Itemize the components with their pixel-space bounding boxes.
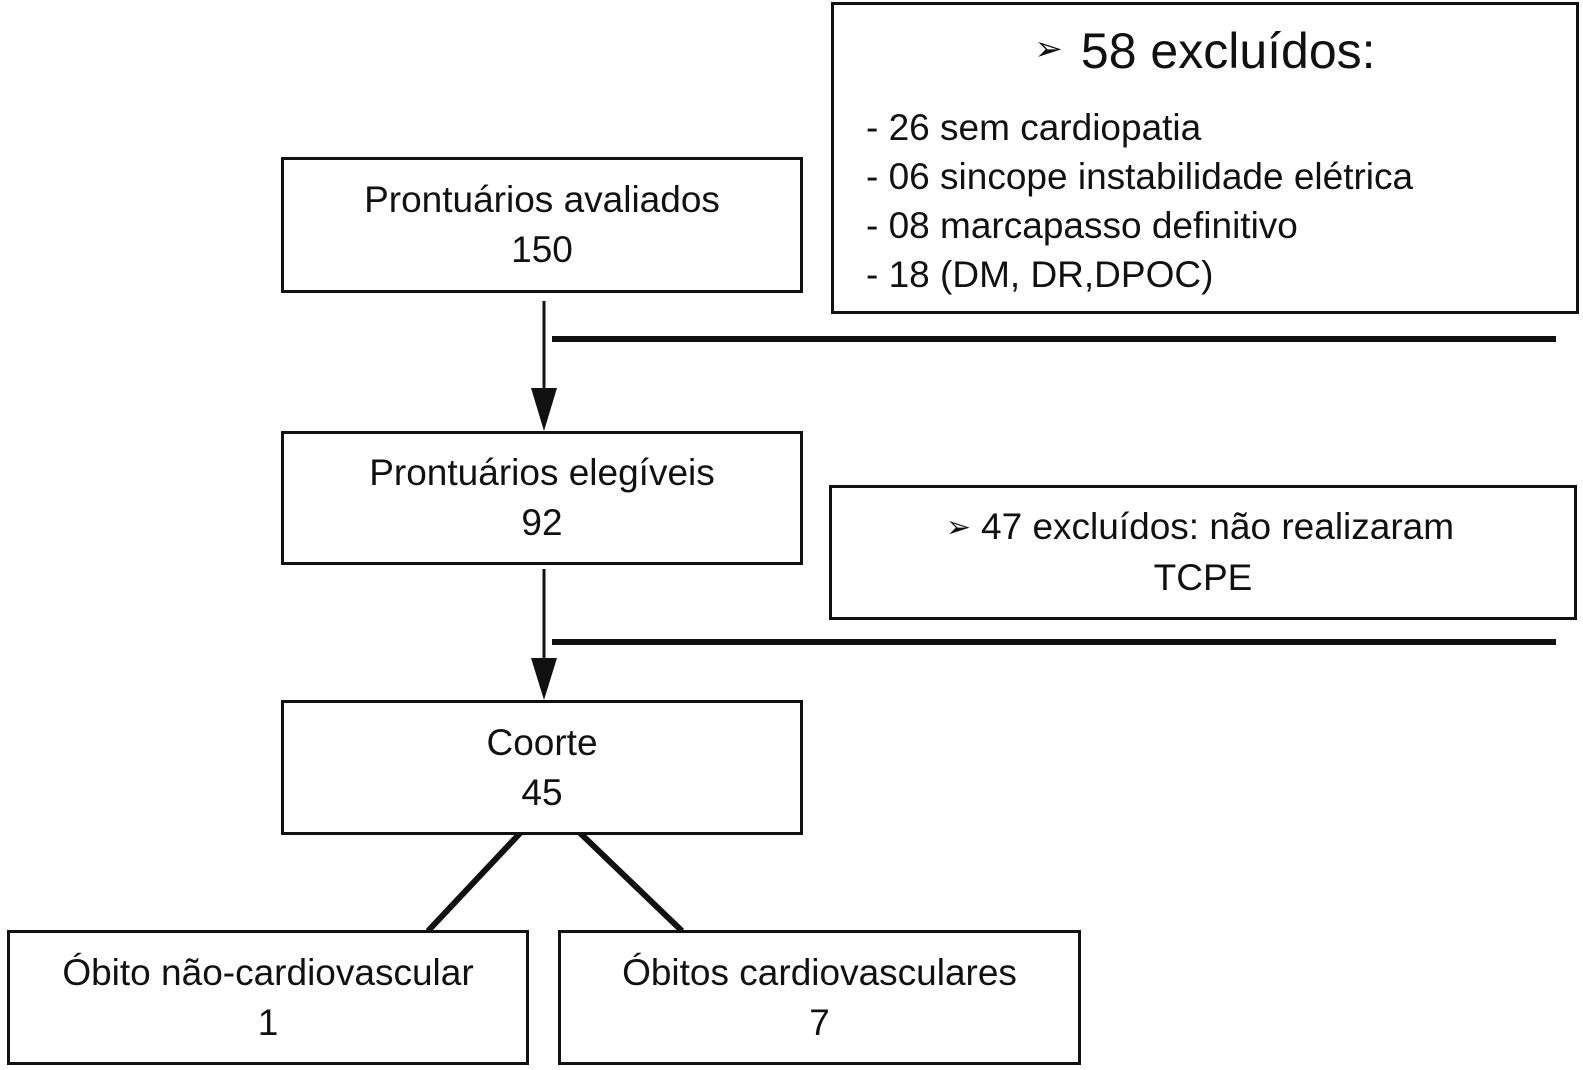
- exclusion-1-heading: ➢ 58 excluídos:: [834, 19, 1576, 81]
- exclusion-box-1: ➢ 58 excluídos: - 26 sem cardiopatia - 06…: [831, 2, 1579, 314]
- exclusion-2-line1: 47 excluídos: não realizaram: [981, 506, 1455, 547]
- arrowhead-bullet-icon: ➢: [1034, 30, 1063, 68]
- branch-noncv: [425, 827, 526, 934]
- exclusion-1-list: - 26 sem cardiopatia - 06 sincope instab…: [866, 103, 1413, 299]
- branch-cv: [576, 829, 685, 934]
- cv-label: Óbitos cardiovasculares: [622, 951, 1017, 993]
- exclusion-1-item: - 08 marcapasso definitivo: [866, 205, 1298, 246]
- eligible-records-box: Prontuários elegíveis 92: [281, 431, 803, 565]
- cohort-count: 45: [521, 771, 563, 813]
- eligible-label: Prontuários elegíveis: [369, 452, 715, 493]
- exclusion-1-item: - 18 (DM, DR,DPOC): [866, 254, 1214, 295]
- exclusion-2-line2: TCPE: [1153, 557, 1253, 598]
- eligible-count: 92: [521, 502, 563, 543]
- cohort-box: Coorte 45: [281, 700, 803, 835]
- cardiovascular-deaths-box: Óbitos cardiovasculares 7: [558, 930, 1081, 1065]
- assessed-label: Prontuários avaliados: [364, 179, 720, 220]
- arrowhead-cohort: [531, 658, 557, 700]
- arrowhead-bullet-icon: ➢: [945, 511, 972, 544]
- exclusion-box-2: ➢ 47 excluídos: não realizaram TCPE: [829, 485, 1577, 620]
- cv-count: 7: [809, 1001, 830, 1043]
- exclusion-1-item: - 26 sem cardiopatia: [866, 107, 1202, 148]
- cohort-label: Coorte: [486, 721, 598, 763]
- exclusion-1-title: 58 excluídos:: [1080, 23, 1376, 79]
- arrowhead-eligible: [531, 388, 557, 431]
- noncv-label: Óbito não-cardiovascular: [62, 951, 474, 993]
- assessed-records-box: Prontuários avaliados 150: [281, 157, 803, 293]
- noncv-count: 1: [257, 1001, 279, 1043]
- exclusion-1-item: - 06 sincope instabilidade elétrica: [866, 156, 1414, 197]
- assessed-count: 150: [511, 229, 573, 270]
- noncardiovascular-death-box: Óbito não-cardiovascular 1: [7, 930, 529, 1065]
- exclusion-2-text: ➢ 47 excluídos: não realizaram TCPE: [832, 502, 1574, 603]
